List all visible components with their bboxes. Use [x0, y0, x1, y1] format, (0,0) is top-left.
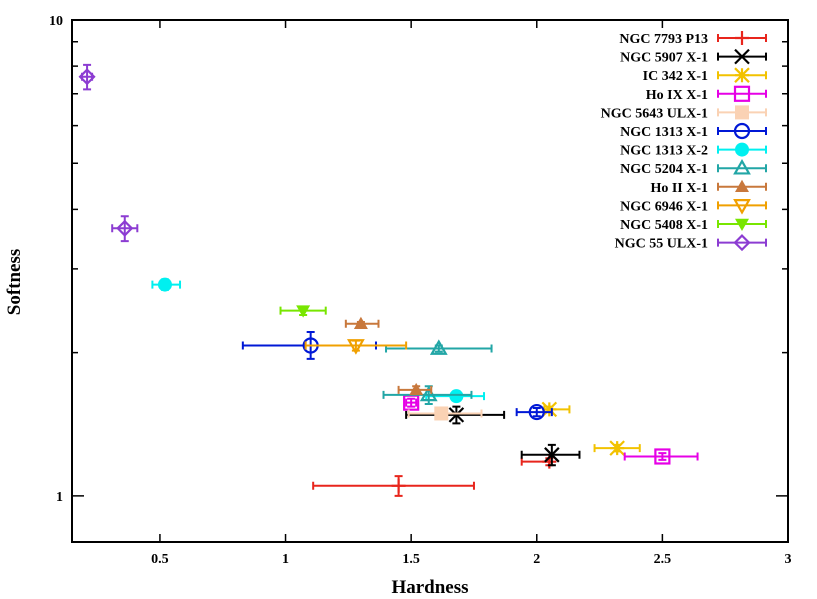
legend-entry-8: NGC 5204 X-1	[620, 158, 767, 177]
data-point-2-1	[448, 407, 465, 423]
series-3	[541, 401, 641, 456]
legend-line-8	[717, 164, 767, 173]
x-tick-label-3: 1.5	[402, 552, 420, 567]
plot-frame	[71, 19, 789, 543]
legend-marker-8	[733, 158, 751, 175]
series-9	[344, 316, 433, 396]
series-4	[403, 394, 699, 465]
data-point-6-2-error-bars	[515, 406, 553, 418]
data-point-1-1	[391, 478, 406, 493]
legend-label-8: NGC 5204 X-1	[620, 162, 708, 177]
data-point-7-1	[157, 277, 172, 292]
series-8	[382, 339, 493, 405]
x-tick-label-2: 1	[282, 552, 289, 567]
data-point-2-2	[544, 447, 560, 463]
data-point-8-2-error-bars	[382, 385, 473, 405]
data-point-8-2	[419, 385, 438, 402]
x-tick-label-6: 3	[785, 552, 792, 567]
legend-marker-7	[735, 142, 749, 157]
legend-label-10: NGC 6946 X-1	[620, 199, 708, 214]
legend-entry-3: IC 342 X-1	[643, 67, 767, 84]
data-point-7-2	[449, 389, 464, 404]
legend-label-2: NGC 5907 X-1	[620, 51, 708, 66]
data-point-11-1	[296, 305, 311, 318]
y-tick-label-1: 1	[56, 490, 63, 505]
legend-line-4	[717, 89, 767, 98]
series-10	[304, 339, 408, 355]
legend-line-6	[717, 127, 767, 135]
legend-line-10	[717, 201, 767, 210]
legend-entry-10: NGC 6946 X-1	[620, 199, 767, 215]
legend-marker-1	[735, 31, 749, 45]
legend-entry-1: NGC 7793 P13	[619, 31, 767, 47]
series-5	[407, 406, 483, 421]
legend-label-12: NGC 55 ULX-1	[615, 237, 708, 252]
legend-entry-4: Ho IX X-1	[646, 85, 767, 103]
data-point-10-1	[346, 339, 365, 355]
data-point-6-2	[528, 403, 545, 421]
legend-label-5: NGC 5643 ULX-1	[601, 106, 708, 121]
legend-entry-7: NGC 1313 X-2	[620, 142, 767, 159]
data-point-10-1-error-bars	[304, 339, 408, 352]
data-point-4-1-error-bars	[623, 452, 699, 461]
legend-entry-12: NGC 55 ULX-1	[615, 234, 767, 252]
legend-marker-2	[734, 48, 750, 65]
series-2	[405, 405, 581, 467]
legend-label-9: Ho II X-1	[650, 181, 708, 196]
y-axis-label: Softness	[4, 249, 25, 316]
data-point-4-1	[654, 448, 671, 465]
legend-marker-9	[735, 179, 749, 193]
x-tick-label-4: 2	[533, 552, 540, 567]
data-point-3-2	[541, 401, 558, 418]
series-1	[312, 454, 557, 497]
legend-label-6: NGC 1313 X-1	[620, 125, 708, 140]
x-tick-label-1: 0.5	[151, 552, 169, 567]
legend-marker-6	[733, 122, 751, 140]
series-7	[151, 277, 486, 404]
series-12	[78, 63, 139, 243]
data-point-12-2	[116, 219, 134, 237]
data-point-9-2	[409, 382, 424, 396]
legend-marker-10	[733, 199, 751, 215]
x-tick-label-5: 2.5	[654, 552, 672, 567]
legend-line-12	[717, 238, 767, 247]
x-axis-label: Hardness	[391, 577, 468, 598]
data-point-3-1	[609, 440, 625, 456]
y-tick-label-2: 10	[49, 14, 63, 29]
legend-entry-6: NGC 1313 X-1	[620, 122, 767, 140]
series-11	[279, 305, 327, 318]
data-point-12-1-error-bars	[81, 63, 94, 91]
data-point-12-2-error-bars	[111, 215, 139, 243]
data-marks	[78, 63, 699, 497]
axes: 0.5 1 1.5 2 2.5 3 1 10	[49, 14, 792, 567]
data-point-12-1	[78, 68, 96, 86]
legend-marker-5	[735, 105, 749, 120]
legend-marker-3	[734, 67, 750, 83]
data-point-9-1	[353, 316, 368, 329]
legend-label-3: IC 342 X-1	[643, 69, 708, 84]
legend-label-11: NGC 5408 X-1	[620, 218, 708, 233]
data-point-8-1-error-bars	[385, 344, 493, 353]
legend-marker-12	[733, 234, 751, 252]
data-point-4-2-error-bars	[405, 397, 418, 408]
legend-label-7: NGC 1313 X-2	[620, 144, 708, 159]
legend-marker-11	[735, 218, 749, 231]
legend-entry-9: Ho II X-1	[650, 179, 767, 196]
legend-marker-4	[733, 85, 751, 102]
data-point-5-1	[434, 406, 449, 421]
legend-label-1: NGC 7793 P13	[619, 32, 708, 47]
data-point-8-1	[429, 339, 448, 355]
legend-label-4: Ho IX X-1	[646, 88, 708, 103]
legend-entry-5: NGC 5643 ULX-1	[601, 105, 767, 121]
legend-entry-2: NGC 5907 X-1	[620, 48, 767, 66]
legend-entry-11: NGC 5408 X-1	[620, 218, 767, 233]
